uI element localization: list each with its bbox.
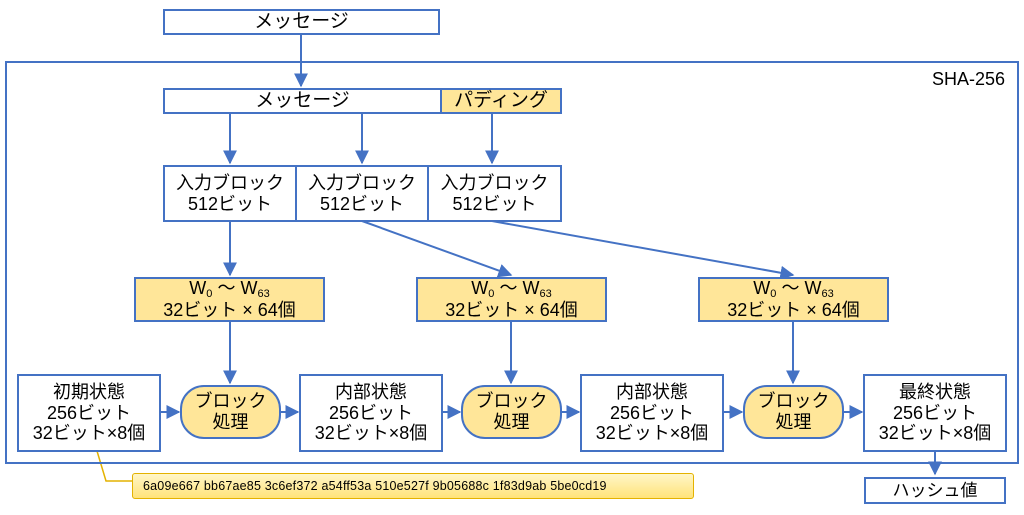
process-label: ブロック bbox=[757, 391, 830, 412]
arrow-block-3-to-schedule-3 bbox=[491, 220, 795, 280]
message-schedule-2: W0 〜 W63 32ビット × 64個 bbox=[416, 277, 607, 322]
hash-value-box: ハッシュ値 bbox=[864, 477, 1006, 504]
hash-value-label: ハッシュ値 bbox=[892, 480, 978, 500]
process-label: ブロック bbox=[475, 391, 548, 412]
arrow-block-2-to-schedule-2 bbox=[361, 220, 513, 278]
state-title: 内部状態 bbox=[335, 381, 407, 402]
schedule-size: 32ビット × 64個 bbox=[163, 300, 296, 321]
state-words: 32ビット×8個 bbox=[32, 423, 146, 444]
state-bits: 256ビット bbox=[46, 402, 132, 423]
sha256-region: SHA-256 bbox=[5, 61, 1019, 464]
input-block-title: 入力ブロック bbox=[176, 172, 284, 193]
process-label: ブロック bbox=[194, 391, 267, 412]
input-block-1: 入力ブロック 512ビット bbox=[163, 165, 297, 222]
block-process-2: ブロック 処理 bbox=[461, 385, 562, 439]
input-block-size: 512ビット bbox=[319, 193, 405, 214]
callout-leader bbox=[96, 450, 132, 482]
block-process-3: ブロック 処理 bbox=[743, 385, 844, 439]
state-bits: 256ビット bbox=[609, 402, 695, 423]
initial-values-callout: 6a09e667 bb67ae85 3c6ef372 a54ff53a 510e… bbox=[132, 473, 694, 499]
state-bits: 256ビット bbox=[328, 402, 414, 423]
schedule-size: 32ビット × 64個 bbox=[445, 300, 578, 321]
schedule-range: W0 〜 W63 bbox=[189, 277, 270, 300]
schedule-range: W0 〜 W63 bbox=[471, 277, 552, 300]
initial-state-box: 初期状態 256ビット 32ビット×8個 bbox=[17, 374, 161, 452]
state-title: 内部状態 bbox=[616, 381, 688, 402]
state-title: 初期状態 bbox=[53, 381, 125, 402]
padding-label: パディング bbox=[454, 90, 548, 112]
state-title: 最終状態 bbox=[899, 381, 971, 402]
state-bits: 256ビット bbox=[892, 402, 978, 423]
internal-state-box-1: 内部状態 256ビット 32ビット×8個 bbox=[299, 374, 443, 452]
process-label-2: 処理 bbox=[212, 412, 249, 432]
padded-message-label: メッセージ bbox=[255, 90, 350, 112]
state-words: 32ビット×8個 bbox=[878, 423, 992, 444]
message-label: メッセージ bbox=[254, 11, 349, 33]
input-block-size: 512ビット bbox=[452, 193, 537, 214]
process-label-2: 処理 bbox=[493, 412, 530, 432]
initial-values-text: 6a09e667 bb67ae85 3c6ef372 a54ff53a 510e… bbox=[143, 479, 607, 493]
process-label-2: 処理 bbox=[775, 412, 812, 432]
block-process-1: ブロック 処理 bbox=[180, 385, 281, 439]
schedule-size: 32ビット × 64個 bbox=[727, 300, 860, 321]
state-words: 32ビット×8個 bbox=[314, 423, 428, 444]
padding-box: パディング bbox=[440, 88, 562, 114]
message-box: メッセージ bbox=[163, 9, 440, 35]
internal-state-box-2: 内部状態 256ビット 32ビット×8個 bbox=[580, 374, 724, 452]
input-block-title: 入力ブロック bbox=[440, 172, 549, 193]
message-schedule-1: W0 〜 W63 32ビット × 64個 bbox=[134, 277, 325, 322]
state-words: 32ビット×8個 bbox=[595, 423, 709, 444]
input-block-3: 入力ブロック 512ビット bbox=[427, 165, 562, 222]
sha256-label: SHA-256 bbox=[931, 69, 1005, 89]
final-state-box: 最終状態 256ビット 32ビット×8個 bbox=[863, 374, 1007, 452]
padded-message-box: メッセージ bbox=[163, 88, 442, 114]
message-schedule-3: W0 〜 W63 32ビット × 64個 bbox=[698, 277, 889, 322]
schedule-range: W0 〜 W63 bbox=[753, 277, 834, 300]
input-block-title: 入力ブロック bbox=[308, 172, 416, 193]
input-block-2: 入力ブロック 512ビット bbox=[295, 165, 429, 222]
input-block-size: 512ビット bbox=[187, 193, 273, 214]
